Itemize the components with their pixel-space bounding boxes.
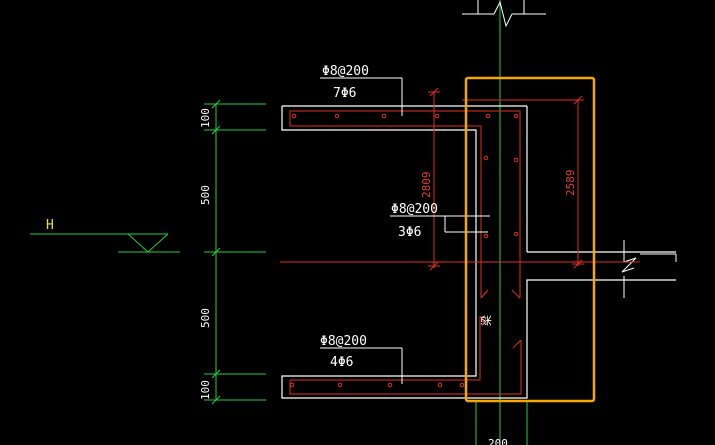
- level-symbol: [30, 233, 180, 253]
- leader-bottom: [320, 347, 403, 384]
- dim-inner-height: 2809: [420, 172, 433, 199]
- highlight-box[interactable]: [464, 76, 596, 403]
- rebar-lines: [280, 87, 640, 395]
- bottom-bar-label: 4Φ6: [330, 355, 353, 370]
- bottom-stirrup-label: Φ8@200: [320, 334, 367, 349]
- dim-left-mid-upper: 500: [199, 185, 212, 205]
- middle-stirrup-label: Φ8@200: [391, 202, 438, 217]
- dim-left-top: 100: [199, 108, 212, 128]
- leader-top: [320, 77, 403, 116]
- bottom-dimension: [475, 400, 528, 445]
- middle-bar-label: 3Φ6: [398, 225, 421, 240]
- rebar-dots: [289, 113, 519, 388]
- top-stirrup-label: Φ8@200: [322, 64, 369, 79]
- beam-label: 梁: [479, 315, 493, 326]
- level-mark-label: H: [46, 218, 54, 233]
- right-break-symbol: [621, 240, 677, 298]
- dim-outer-height: 2589: [564, 170, 577, 197]
- dim-left-mid-lower: 500: [199, 308, 212, 328]
- top-bar-label: 7Φ6: [333, 86, 356, 101]
- concrete-outline: [281, 105, 676, 399]
- dim-bottom-width: 200: [488, 437, 508, 445]
- top-break-symbol: [462, 0, 546, 28]
- left-dimension-chain: [204, 99, 266, 405]
- dim-left-bottom: 100: [199, 380, 212, 400]
